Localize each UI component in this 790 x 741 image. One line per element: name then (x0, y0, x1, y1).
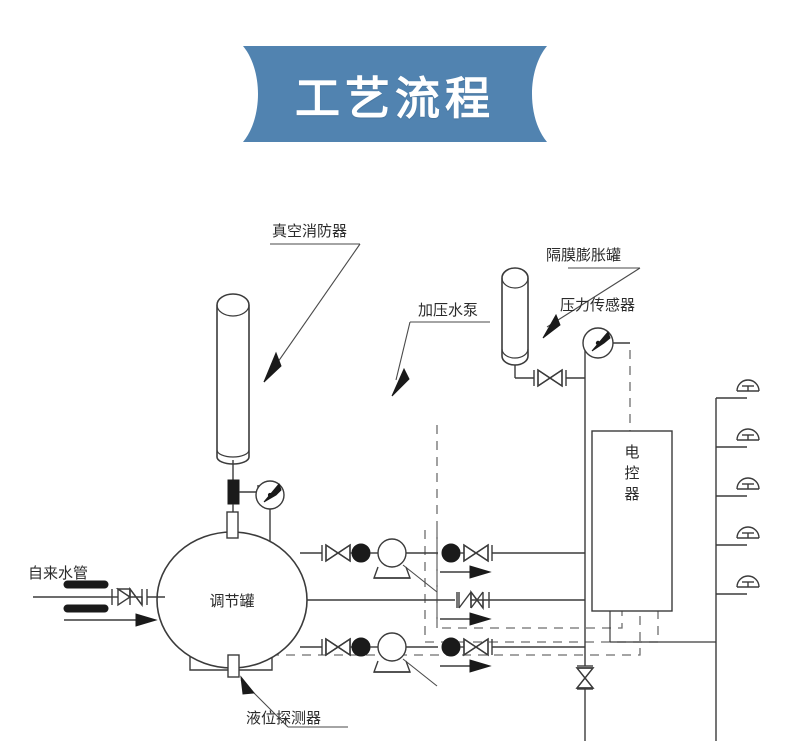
flow-arrow-inlet (135, 613, 158, 627)
suppressor-valve (227, 479, 240, 505)
label-vacuum-suppressor: 真空消防器 (263, 222, 361, 383)
expansion-tank-valve (533, 368, 567, 388)
label-level-detector-text: 液位探测器 (246, 709, 321, 727)
supply-bar-bottom (63, 604, 109, 613)
process-flow-diagram: 真空消防器 调节罐 液位探测器 (28, 222, 760, 741)
label-tap-water-pipe: 自来水管 (28, 564, 88, 582)
faucet-2 (716, 428, 760, 448)
label-booster-pump: 加压水泵 (391, 301, 490, 397)
faucet-5 (716, 575, 760, 595)
label-vacuum-suppressor-text: 真空消防器 (272, 222, 347, 240)
flow-arrow-lower (469, 659, 492, 673)
tap-water-inlet: 自来水管 (28, 564, 165, 627)
check-ball-upper-1 (351, 543, 371, 563)
faucet-1 (716, 379, 760, 399)
controller-char-3: 器 (624, 485, 639, 503)
line-lower-discharge (300, 632, 585, 673)
valve-middle (458, 589, 490, 611)
vertical-manifold (575, 343, 595, 741)
controller-char-1: 电 (624, 443, 639, 461)
diaphragm-expansion-tank (501, 267, 585, 388)
valve-upper-1 (321, 543, 351, 563)
pressure-sensor (582, 327, 630, 359)
check-ball-lower-1 (351, 637, 371, 657)
faucet-4 (716, 526, 760, 546)
line-upper-discharge (300, 538, 585, 579)
level-detector-probe (227, 654, 240, 678)
signal-line-pump-lower-bottom (424, 530, 659, 643)
tank-pressure-gauge (255, 480, 285, 542)
vacuum-suppressor (216, 293, 259, 542)
leader-arrow-vacuum-suppressor (263, 351, 282, 383)
valve-lower-1 (321, 637, 351, 657)
regulating-tank-label: 调节罐 (209, 592, 254, 610)
line-middle-bypass (307, 589, 585, 626)
label-diaphragm-expansion-tank: 隔膜膨胀罐 (542, 246, 641, 339)
controller-bottom-connections (609, 611, 716, 643)
valve-upper-2 (463, 543, 493, 563)
flow-arrow-middle (469, 612, 492, 626)
label-pressure-sensor: 压力传感器 (560, 296, 635, 314)
label-pressure-sensor-text: 压力传感器 (560, 296, 635, 314)
flow-arrow-upper (469, 565, 492, 579)
supply-bar-top (63, 580, 109, 589)
banner-ribbon (0, 46, 790, 142)
faucet-outlets (715, 379, 760, 741)
faucet-3 (716, 477, 760, 497)
electric-controller: 电 控 器 (591, 430, 673, 612)
booster-pump-lower (373, 632, 411, 673)
pump-lower-leader (402, 658, 438, 687)
check-ball-upper-2 (441, 543, 461, 563)
inlet-check-valve (114, 587, 132, 607)
leader-arrow-expansion-tank (542, 313, 561, 339)
leader-arrow-level-detector (240, 675, 255, 695)
signal-line-level-detector-bottom (222, 611, 641, 656)
pump-upper-leader (402, 564, 438, 593)
inlet-gate-valve (129, 586, 143, 608)
label-diaphragm-expansion-tank-text: 隔膜膨胀罐 (546, 246, 621, 264)
label-booster-pump-text: 加压水泵 (418, 301, 478, 319)
label-level-detector: 液位探测器 (240, 675, 348, 728)
controller-char-2: 控 (624, 464, 639, 482)
valve-lower-2 (463, 637, 493, 657)
banner-shape (243, 46, 547, 142)
regulating-tank: 调节罐 (156, 531, 308, 671)
leader-arrow-booster-pump (391, 367, 410, 397)
signal-line-pump-upper (436, 425, 623, 629)
level-detector (226, 511, 240, 678)
manifold-drain-valve (575, 665, 595, 690)
booster-pump-upper (373, 538, 411, 579)
check-ball-lower-2 (441, 637, 461, 657)
electric-controller-box (591, 430, 673, 612)
